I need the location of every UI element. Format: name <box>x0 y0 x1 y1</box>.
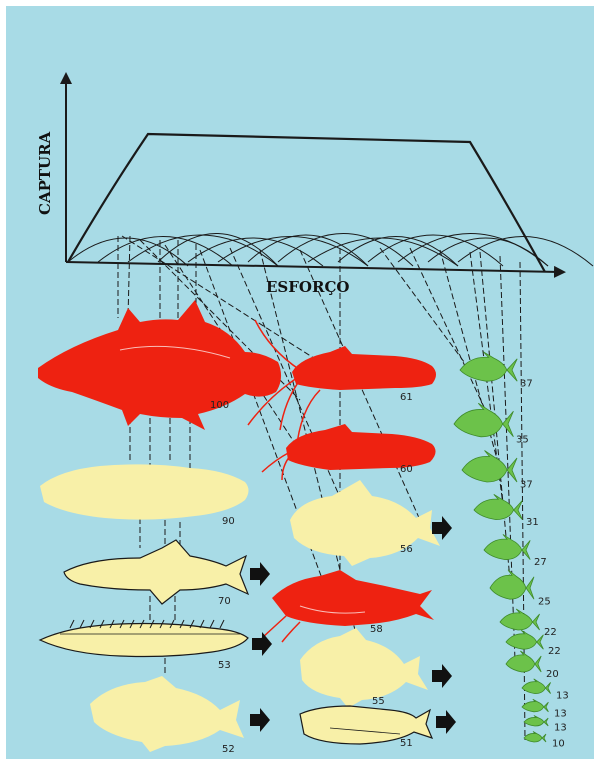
small-fish-number: 13 <box>556 690 569 701</box>
small-fish-number: 25 <box>538 597 551 608</box>
fish-number: 55 <box>372 696 385 707</box>
y-axis-label: CAPTURA <box>36 131 54 215</box>
small-fish-number: 20 <box>546 669 559 680</box>
fish-number: 53 <box>218 660 231 671</box>
small-fish-number: 13 <box>554 723 567 734</box>
fish-number: 90 <box>222 516 235 527</box>
small-fish-number: 22 <box>544 627 557 638</box>
small-fish-number: 35 <box>516 434 529 445</box>
fish-number: 100 <box>210 400 229 411</box>
small-fish-number: 22 <box>548 646 561 657</box>
fish-number: 60 <box>400 464 413 475</box>
fish-number: 61 <box>400 392 413 403</box>
fish-number: 58 <box>370 624 383 635</box>
fish-number: 70 <box>218 596 231 607</box>
small-fish-number: 27 <box>534 557 547 568</box>
small-fish-number: 13 <box>554 708 567 719</box>
small-fish-number: 37 <box>520 480 533 491</box>
fish-number: 51 <box>400 738 413 749</box>
fish-number: 52 <box>222 744 235 755</box>
small-fish-number: 31 <box>526 517 539 528</box>
small-fish-number: 37 <box>520 379 533 390</box>
fish-number: 56 <box>400 544 413 555</box>
small-fish-number: 10 <box>552 739 565 750</box>
x-axis-label: ESFORÇO <box>266 278 349 296</box>
